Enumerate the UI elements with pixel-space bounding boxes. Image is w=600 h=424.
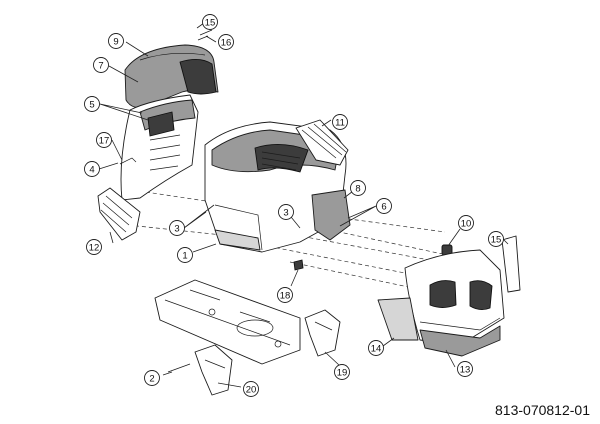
callout-label: 12	[89, 243, 100, 254]
callout-13: 13	[457, 361, 473, 377]
callout-label: 13	[460, 365, 471, 376]
callout-17-top: 16	[218, 34, 234, 50]
part-bolt-2	[167, 363, 191, 373]
part-chassis-frame	[154, 279, 301, 365]
callout-4: 4	[84, 161, 100, 177]
callout-5: 5	[84, 96, 100, 112]
callout-18: 18	[277, 287, 293, 303]
part-side-grille	[97, 187, 141, 241]
callout-14: 14	[368, 340, 384, 356]
callout-7: 7	[93, 57, 109, 73]
callout-11: 11	[332, 114, 348, 130]
part-fastener-18	[293, 259, 304, 271]
part-front-nose	[404, 249, 505, 357]
callout-16: 15	[202, 14, 218, 30]
part-hardware-16	[197, 29, 213, 41]
callout-label: 15	[491, 235, 502, 246]
callout-label: 18	[280, 291, 291, 302]
callout-label: 19	[337, 368, 348, 379]
callout-label: 20	[246, 385, 257, 396]
callout-3-mid: 3	[278, 204, 294, 220]
callout-1: 1	[177, 247, 193, 263]
part-hood-side	[311, 189, 351, 241]
callout-3-left: 3	[169, 220, 185, 236]
part-dashboard-cover	[124, 44, 219, 109]
callout-label: 16	[221, 38, 232, 49]
callout-8: 8	[350, 180, 366, 196]
callout-10: 9	[108, 33, 124, 49]
callout-6: 6	[376, 198, 392, 214]
callout-2: 2	[144, 370, 160, 386]
part-bracket-19	[304, 309, 341, 357]
callout-12: 12	[86, 239, 102, 255]
part-hardware-4	[119, 157, 137, 165]
callout-label: 9	[113, 37, 118, 48]
leader-lines	[98, 22, 509, 388]
callout-label: 6	[381, 202, 386, 213]
part-bracket-20	[194, 344, 233, 396]
callout-label: 14	[371, 344, 382, 355]
callout-label: 3	[283, 208, 288, 219]
part-side-cover	[501, 235, 521, 293]
part-hood-body	[204, 121, 347, 253]
part-fender-panel	[120, 94, 199, 201]
callout-label: 15	[205, 18, 216, 29]
callout-label: 4	[89, 165, 94, 176]
callout-label: 3	[174, 224, 179, 235]
drawing-number: 813-070812-01	[495, 402, 590, 418]
callout-15: 15	[488, 231, 504, 247]
callout-20: 20	[243, 381, 259, 397]
callout-label: 2	[149, 374, 154, 385]
callout-label: 1	[182, 251, 187, 262]
callout-label: 8	[355, 184, 360, 195]
callout-label: 5	[89, 100, 94, 111]
callout-label: 11	[335, 118, 345, 129]
callout-17-left: 17	[96, 132, 112, 148]
part-vent-grille	[295, 119, 349, 166]
callout-label: 7	[98, 61, 103, 72]
callout-label: 17	[99, 136, 110, 147]
part-lower-panel	[377, 297, 419, 341]
callout-label: 10	[461, 219, 472, 230]
callout-19: 19	[334, 364, 350, 380]
callout-9: 10	[458, 215, 474, 231]
